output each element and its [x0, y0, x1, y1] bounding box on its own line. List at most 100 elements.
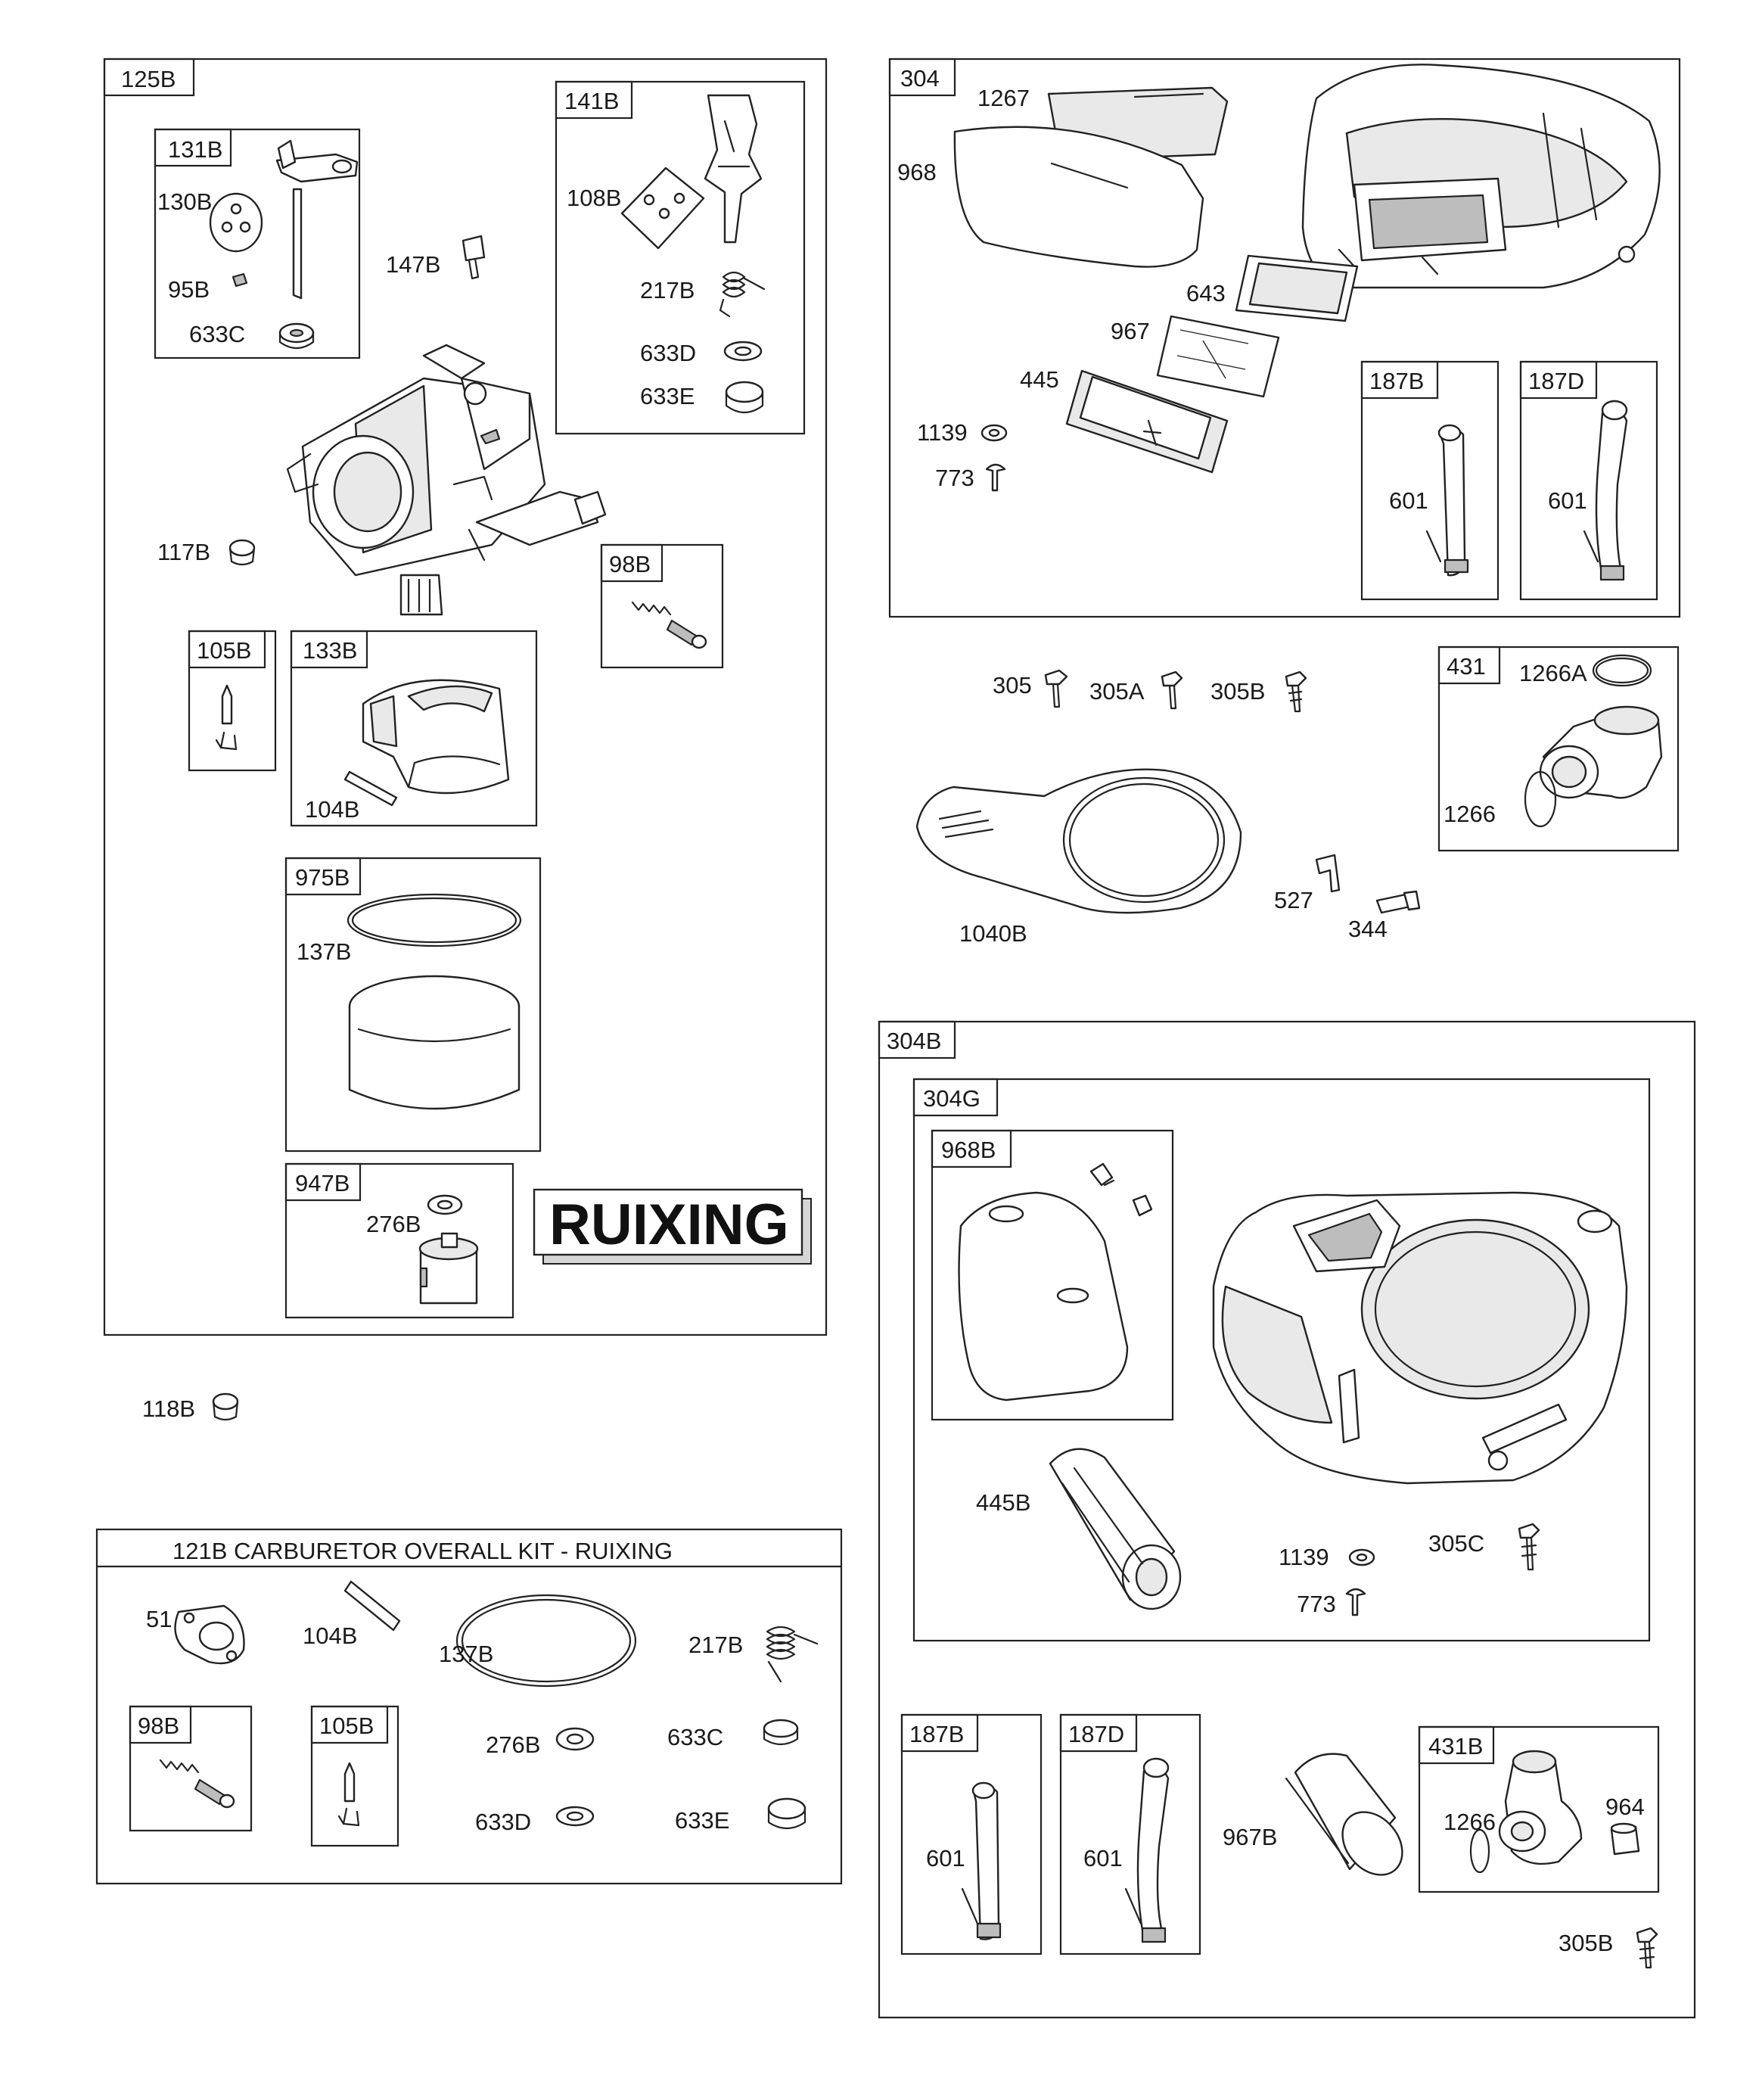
screw-part: [232, 272, 248, 288]
group-141B: 141B 108B 217B 633D 633E: [555, 80, 806, 435]
label-117B: 117B: [157, 539, 210, 565]
group-label-187D-bottom: 187D: [1068, 1721, 1124, 1747]
label-1040B: 1040B: [959, 920, 1027, 947]
group-947B: 947B 276B: [284, 1162, 514, 1319]
air-cleaner-cover-968B-part: [958, 1191, 1129, 1402]
label-1266A: 1266A: [1519, 660, 1587, 686]
label-967B: 967B: [1223, 1824, 1277, 1850]
carburetor-body: [286, 344, 607, 616]
label-305C: 305C: [1428, 1530, 1484, 1557]
label-1266-b: 1266: [1444, 1809, 1496, 1835]
group-label-975B: 975B: [295, 864, 350, 891]
label-643: 643: [1186, 280, 1226, 306]
part-117B: 117B: [157, 539, 256, 566]
group-304G: 304G 445B 1139 773 305C: [912, 1078, 1651, 1642]
group-label-968B: 968B: [941, 1137, 996, 1163]
label-108B: 108B: [567, 185, 621, 211]
brand-badge: RUIXING: [533, 1188, 812, 1265]
brand-text: RUIXING: [549, 1193, 789, 1257]
group-label-431: 431: [1447, 653, 1486, 680]
kit-label-633C: 633C: [667, 1724, 723, 1750]
group-label-141B: 141B: [564, 88, 619, 114]
group-304: 304 1267 968 643 967 445 1139: [888, 58, 1681, 618]
label-601-b: 601: [1548, 487, 1587, 514]
breather-tube-187D-part: [1595, 409, 1628, 578]
part-305B-bottom: 305B: [1559, 1927, 1658, 1969]
label-633C: 633C: [189, 321, 245, 347]
kit-label-276B: 276B: [486, 1731, 540, 1758]
label-217B: 217B: [640, 277, 695, 303]
label-1139-b: 1139: [1279, 1544, 1329, 1570]
label-527: 527: [1274, 887, 1313, 913]
label-305: 305: [993, 672, 1032, 698]
shroud-1040B-part: [915, 768, 1242, 914]
group-label-125B: 125B: [121, 66, 176, 92]
bolts-305: 305 305A 305B: [993, 669, 1307, 713]
air-cleaner-cover-968-part: [953, 126, 1204, 268]
group-125B: 125B: [103, 58, 828, 1336]
throttle-plate-part: [620, 166, 705, 250]
group-label-187B-bottom: 187B: [909, 1721, 964, 1747]
part-147B: 147B: [386, 235, 486, 280]
choke-plate-part: [209, 192, 263, 253]
label-773-b: 773: [1297, 1591, 1336, 1617]
group-label-431B: 431B: [1428, 1733, 1483, 1759]
part-1040B: 1040B: [915, 768, 1242, 947]
kit-label-217B: 217B: [688, 1632, 743, 1658]
label-305A: 305A: [1089, 678, 1145, 705]
label-276B: 276B: [366, 1211, 421, 1237]
group-label-131B: 131B: [168, 136, 222, 163]
label-967: 967: [1111, 318, 1150, 344]
group-label-187B: 187B: [1369, 368, 1424, 394]
group-label-947B: 947B: [295, 1170, 350, 1196]
group-98B: 98B: [600, 543, 724, 669]
group-133B: 133B 104B: [290, 630, 538, 827]
group-304B: 304B: [878, 1020, 1696, 2019]
choke-shaft-part: [292, 188, 303, 300]
label-773: 773: [935, 465, 974, 491]
label-964: 964: [1605, 1794, 1645, 1820]
group-131B: 131B 130B 95B 633C: [154, 128, 361, 359]
kit-label-104B: 104B: [303, 1622, 357, 1649]
label-95B: 95B: [168, 276, 210, 303]
label-147B: 147B: [386, 251, 440, 278]
label-130B: 130B: [157, 188, 212, 215]
label-633D: 633D: [640, 340, 696, 366]
kit-label-51: 51: [146, 1606, 172, 1632]
kit-label-633E: 633E: [675, 1807, 729, 1834]
label-633E: 633E: [640, 383, 695, 409]
group-975B: 975B 137B: [284, 857, 542, 1153]
label-601-d: 601: [1083, 1845, 1123, 1871]
group-968B: 968B: [931, 1129, 1174, 1421]
label-118B: 118B: [142, 1395, 195, 1422]
group-105B: 105B: [188, 630, 277, 772]
label-104B: 104B: [305, 796, 359, 823]
kit-title: 121B CARBURETOR OVERALL KIT - RUIXING: [172, 1538, 673, 1564]
breather-tube-187B-part: [1437, 427, 1466, 577]
kit-group-label-105B: 105B: [319, 1713, 374, 1739]
group-187D-bottom: 187D 601: [1059, 1713, 1201, 1955]
gasket-137B-part: [347, 893, 522, 947]
group-label-304B: 304B: [887, 1028, 941, 1054]
kit-label-633D: 633D: [475, 1809, 531, 1835]
label-1267: 1267: [977, 85, 1030, 111]
kit-group-label-98B: 98B: [138, 1713, 179, 1739]
group-431: 431 1266A 1266: [1437, 646, 1680, 852]
part-118B: 118B: [142, 1392, 239, 1422]
label-968: 968: [897, 159, 937, 185]
label-344: 344: [1348, 916, 1388, 942]
label-445B: 445B: [976, 1489, 1030, 1516]
group-431B: 431B 1266 964: [1418, 1725, 1660, 1893]
spring-part: [719, 271, 766, 318]
decal-967-part: [1156, 315, 1280, 398]
group-label-98B: 98B: [609, 551, 651, 577]
label-305B: 305B: [1210, 678, 1265, 705]
label-137B: 137B: [297, 938, 351, 965]
label-305B-bottom: 305B: [1559, 1930, 1613, 1956]
kit-label-137B: 137B: [439, 1641, 493, 1667]
parts-527-344: 527 344: [1274, 854, 1421, 942]
label-1266: 1266: [1444, 801, 1496, 827]
label-1139: 1139: [917, 419, 968, 446]
group-label-105B: 105B: [197, 637, 251, 664]
